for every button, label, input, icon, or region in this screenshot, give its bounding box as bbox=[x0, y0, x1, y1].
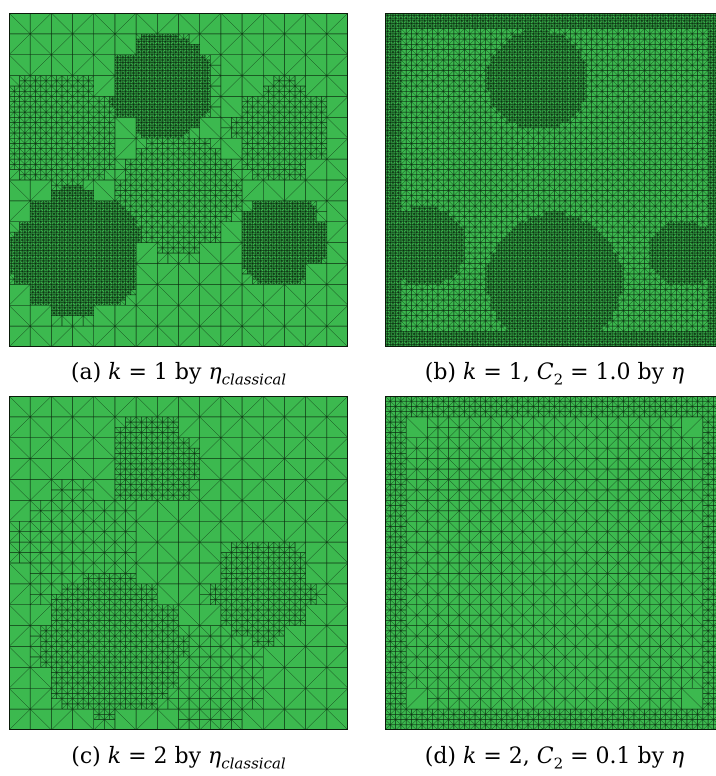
mesh-triangulation bbox=[385, 396, 716, 730]
mesh-image-c bbox=[9, 396, 348, 730]
caption-a: (a) k = 1 by ηclassical bbox=[70, 360, 287, 389]
caption-c-label: (c) bbox=[71, 744, 101, 769]
caption-b: (b) k = 1, C2 = 1.0 by η bbox=[424, 360, 685, 389]
mesh-frame bbox=[385, 396, 716, 730]
mesh-panel-b bbox=[385, 13, 716, 347]
mesh-frame bbox=[385, 13, 716, 347]
caption-c: (c) k = 2 by ηclassical bbox=[71, 744, 286, 773]
mesh-panel-c bbox=[9, 396, 348, 730]
mesh-frame bbox=[9, 13, 348, 347]
mesh-image-b bbox=[385, 13, 716, 347]
mesh-panel-d bbox=[385, 396, 716, 730]
mesh-triangulation bbox=[385, 13, 716, 347]
mesh-image-d bbox=[385, 396, 716, 730]
caption-d: (d) k = 2, C2 = 0.1 by η bbox=[424, 744, 685, 773]
mesh-triangulation bbox=[9, 13, 348, 347]
caption-a-label: (a) bbox=[70, 360, 102, 385]
mesh-panel-a bbox=[9, 13, 348, 347]
mesh-frame bbox=[9, 396, 348, 730]
mesh-image-a bbox=[9, 13, 348, 347]
caption-d-label: (d) bbox=[424, 744, 456, 769]
mesh-triangulation bbox=[9, 396, 348, 730]
caption-b-label: (b) bbox=[424, 360, 456, 385]
